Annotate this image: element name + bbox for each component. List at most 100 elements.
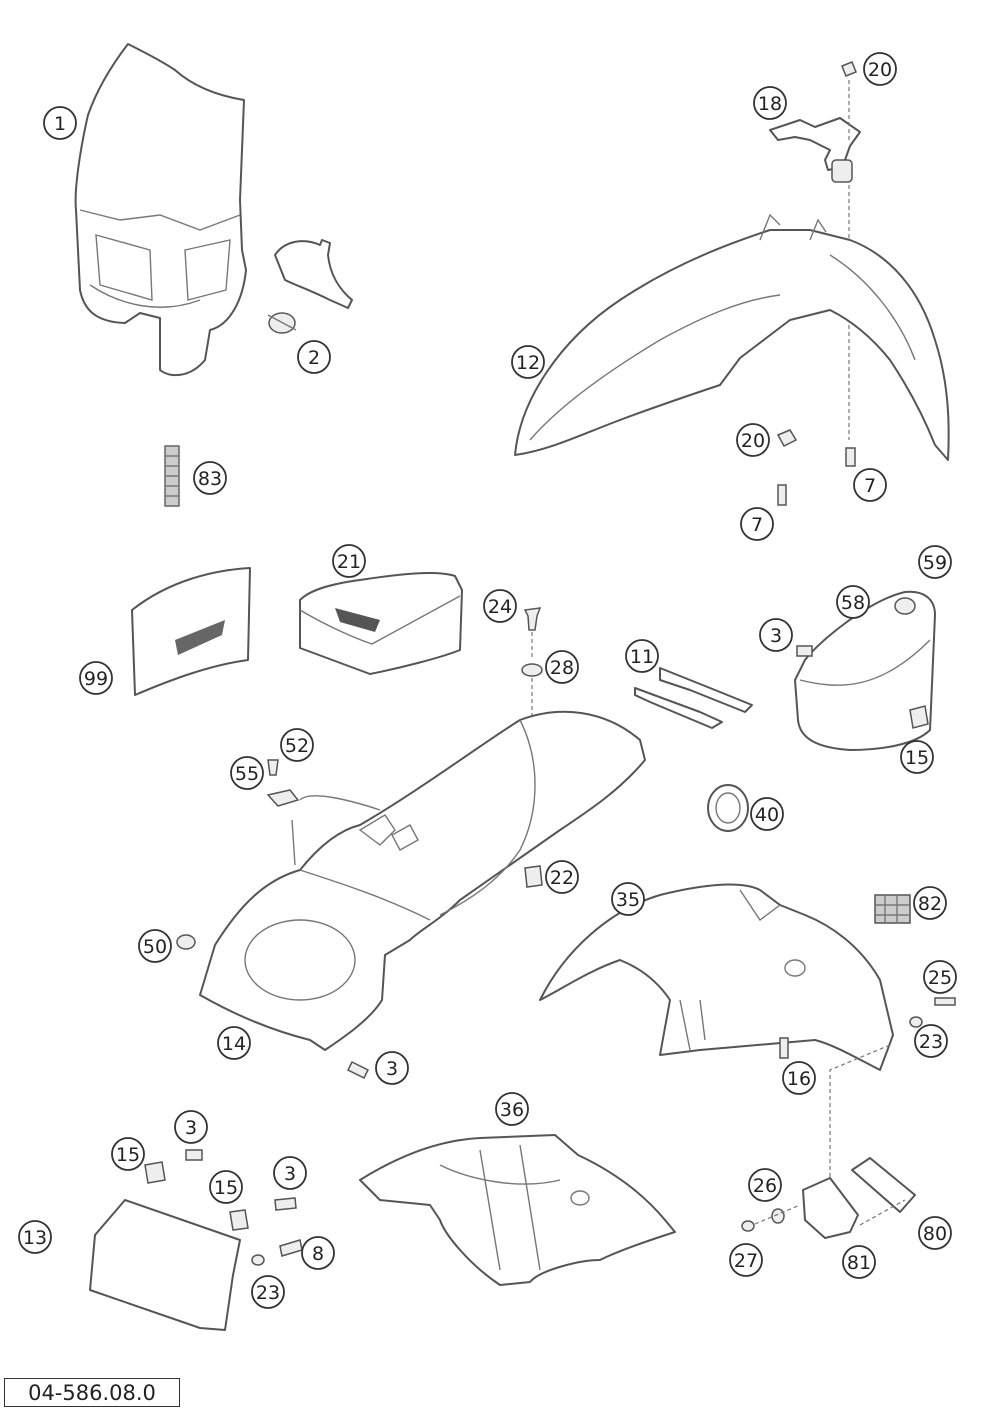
plate-holder-81 (802, 1177, 859, 1239)
screw-16 (779, 1037, 789, 1059)
callout-c3c: 3 (174, 1110, 208, 1144)
callout-label: 80 (923, 1223, 947, 1245)
reflector-80 (851, 1157, 916, 1213)
callout-c16: 16 (782, 1061, 816, 1095)
callout-c99: 99 (79, 661, 113, 695)
callout-c7b: 7 (853, 468, 887, 502)
screw-52 (267, 759, 279, 776)
callout-c8: 8 (301, 1236, 335, 1270)
callout-c36: 36 (495, 1092, 529, 1126)
callout-label: 52 (285, 735, 309, 757)
callout-label: 81 (847, 1252, 871, 1274)
callout-c3a: 3 (759, 618, 793, 652)
screw-3-lower-a (185, 1149, 203, 1161)
callout-c81: 81 (842, 1245, 876, 1279)
callout-label: 83 (198, 468, 222, 490)
washer-50 (176, 934, 196, 950)
callout-label: 12 (516, 352, 540, 374)
callout-label: 36 (500, 1099, 524, 1121)
callout-label: 7 (751, 514, 763, 536)
callout-c15a: 15 (900, 740, 934, 774)
callout-c35: 35 (611, 882, 645, 916)
callout-label: 40 (755, 804, 779, 826)
callout-c1: 1 (43, 106, 77, 140)
callout-c27: 27 (729, 1243, 763, 1277)
headlight-clamp (267, 239, 353, 334)
callout-c2: 2 (297, 340, 331, 374)
bolt-20-top (841, 61, 857, 77)
callout-label: 11 (630, 646, 654, 668)
headlight-mask (74, 43, 247, 377)
callout-c55: 55 (230, 756, 264, 790)
adhesive-pads (634, 667, 753, 729)
callout-c58: 58 (836, 585, 870, 619)
callout-c3b: 3 (375, 1051, 409, 1085)
callout-label: 3 (185, 1117, 197, 1139)
callout-c23b: 23 (251, 1275, 285, 1309)
callout-c83: 83 (193, 461, 227, 495)
callout-c20b: 20 (736, 423, 770, 457)
callout-c25: 25 (923, 960, 957, 994)
callout-label: 1 (54, 113, 66, 135)
seat (299, 572, 463, 675)
ktm-decal-card (131, 567, 251, 696)
callout-c14: 14 (217, 1026, 251, 1060)
decal-strip (164, 445, 180, 507)
callout-c26: 26 (748, 1168, 782, 1202)
bushing-20-lower (776, 429, 798, 447)
screw-3-toolbag (796, 645, 813, 657)
screw-7-right (845, 447, 856, 467)
screw-24 (523, 607, 542, 631)
screw-8 (279, 1239, 303, 1257)
callout-label: 3 (770, 625, 782, 647)
callout-label: 24 (488, 596, 512, 618)
callout-c11: 11 (625, 639, 659, 673)
callout-label: 14 (222, 1033, 246, 1055)
callout-c82: 82 (913, 886, 947, 920)
callout-c7a: 7 (740, 507, 774, 541)
screw-25 (934, 997, 956, 1006)
screw-3-lower-b (274, 1197, 297, 1211)
rear-fender-36 (359, 1134, 676, 1286)
front-fender (514, 213, 950, 461)
leader-plate-holder (829, 1044, 891, 1180)
callout-c18: 18 (753, 86, 787, 120)
clip-15-toolbag (909, 705, 929, 729)
callout-label: 21 (337, 551, 361, 573)
callout-label: 20 (741, 430, 765, 452)
screw-7-left (777, 484, 787, 506)
callout-label: 55 (235, 763, 259, 785)
callout-label: 22 (550, 867, 574, 889)
washer-23-right (909, 1016, 923, 1028)
callout-label: 3 (386, 1058, 398, 1080)
callout-c13: 13 (18, 1220, 52, 1254)
callout-c20a: 20 (863, 52, 897, 86)
callout-label: 27 (734, 1250, 758, 1272)
drawing-code: 04-586.08.0 (4, 1378, 180, 1407)
callout-label: 99 (84, 668, 108, 690)
callout-c80: 80 (918, 1216, 952, 1250)
callout-c23a: 23 (914, 1024, 948, 1058)
callout-label: 59 (923, 552, 947, 574)
rear-fender-35 (539, 883, 894, 1071)
leader-reflector (754, 1199, 906, 1226)
callout-label: 35 (616, 889, 640, 911)
callout-c24: 24 (483, 589, 517, 623)
callout-c22: 22 (545, 860, 579, 894)
callout-c28: 28 (545, 650, 579, 684)
nut-22 (524, 865, 543, 888)
callout-label: 26 (753, 1175, 777, 1197)
callout-label: 28 (550, 657, 574, 679)
callout-label: 23 (256, 1282, 280, 1304)
callout-label: 13 (23, 1227, 47, 1249)
fender-bracket (769, 117, 861, 183)
callout-label: 58 (841, 592, 865, 614)
callout-c59: 59 (918, 545, 952, 579)
clip-55 (266, 789, 300, 807)
callout-c15c: 15 (209, 1170, 243, 1204)
washer-27 (741, 1220, 755, 1232)
callout-c50: 50 (138, 929, 172, 963)
